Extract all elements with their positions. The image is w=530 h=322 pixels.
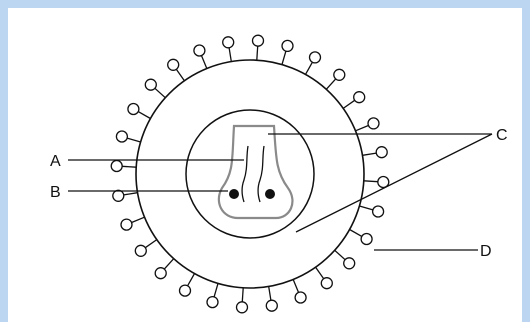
spike-knob <box>111 161 122 172</box>
spike-stalk <box>316 267 324 279</box>
spike-stalk <box>242 288 243 302</box>
spike-knob <box>354 92 365 103</box>
virus-envelope <box>136 60 364 288</box>
spike-stalk <box>124 193 138 195</box>
spike-stalk <box>257 46 258 60</box>
spike-knob <box>368 118 379 129</box>
spike-stalk <box>202 56 207 69</box>
spike-stalk <box>326 79 335 89</box>
spike-knob <box>237 302 248 313</box>
spike-stalk <box>229 48 231 62</box>
spike-knob <box>135 245 146 256</box>
spike-stalk <box>138 112 150 119</box>
spike-stalk <box>293 280 298 293</box>
spike-stalk <box>356 126 369 131</box>
spike-stalk <box>155 88 165 97</box>
spike-stalk <box>343 100 355 108</box>
spike-stalk <box>127 138 141 142</box>
spike-knob <box>145 79 156 90</box>
label-c: C <box>496 127 508 144</box>
spike-knob <box>334 69 345 80</box>
spike-stalk <box>350 230 362 237</box>
spike-knob <box>321 278 332 289</box>
spike-knob <box>266 300 277 311</box>
spike-knob <box>344 258 355 269</box>
spike-knob <box>194 45 205 56</box>
spike-stalk <box>359 206 373 210</box>
genome-strand-2 <box>258 146 264 202</box>
spike-stalk <box>306 62 313 74</box>
enzyme-dot-right <box>265 189 275 199</box>
spike-knob <box>295 292 306 303</box>
spike-knob <box>155 268 166 279</box>
spike-stalk <box>363 153 377 155</box>
spike-stalk <box>269 287 271 301</box>
virus-diagram: A B C D <box>8 8 522 322</box>
spike-stalk <box>164 259 173 269</box>
spike-knob <box>253 35 264 46</box>
spike-knob <box>373 206 384 217</box>
label-d: D <box>480 243 492 260</box>
surface-spikes <box>111 35 389 313</box>
spike-knob <box>128 104 139 115</box>
spike-knob <box>207 297 218 308</box>
spike-knob <box>223 37 234 48</box>
spike-knob <box>168 59 179 70</box>
spike-knob <box>180 285 191 296</box>
spike-stalk <box>132 217 145 222</box>
spike-knob <box>310 52 321 63</box>
spike-knob <box>121 219 132 230</box>
spike-stalk <box>364 181 378 182</box>
spike-knob <box>282 40 293 51</box>
leader-line-c-capsid <box>296 134 492 232</box>
spike-stalk <box>335 250 345 259</box>
genome-strand-1 <box>242 146 248 202</box>
spike-stalk <box>214 283 218 297</box>
spike-stalk <box>122 166 136 167</box>
label-a: A <box>50 153 61 170</box>
spike-stalk <box>188 274 195 286</box>
spike-knob <box>376 147 387 158</box>
spike-stalk <box>176 69 184 81</box>
spike-stalk <box>145 240 157 248</box>
spike-knob <box>361 234 372 245</box>
spike-knob <box>116 131 127 142</box>
enzyme-dot-left <box>229 189 239 199</box>
diagram-panel: A B C D <box>8 8 522 322</box>
inner-core <box>219 126 293 218</box>
spike-knob <box>113 190 124 201</box>
label-b: B <box>50 184 61 201</box>
spike-stalk <box>282 51 286 65</box>
